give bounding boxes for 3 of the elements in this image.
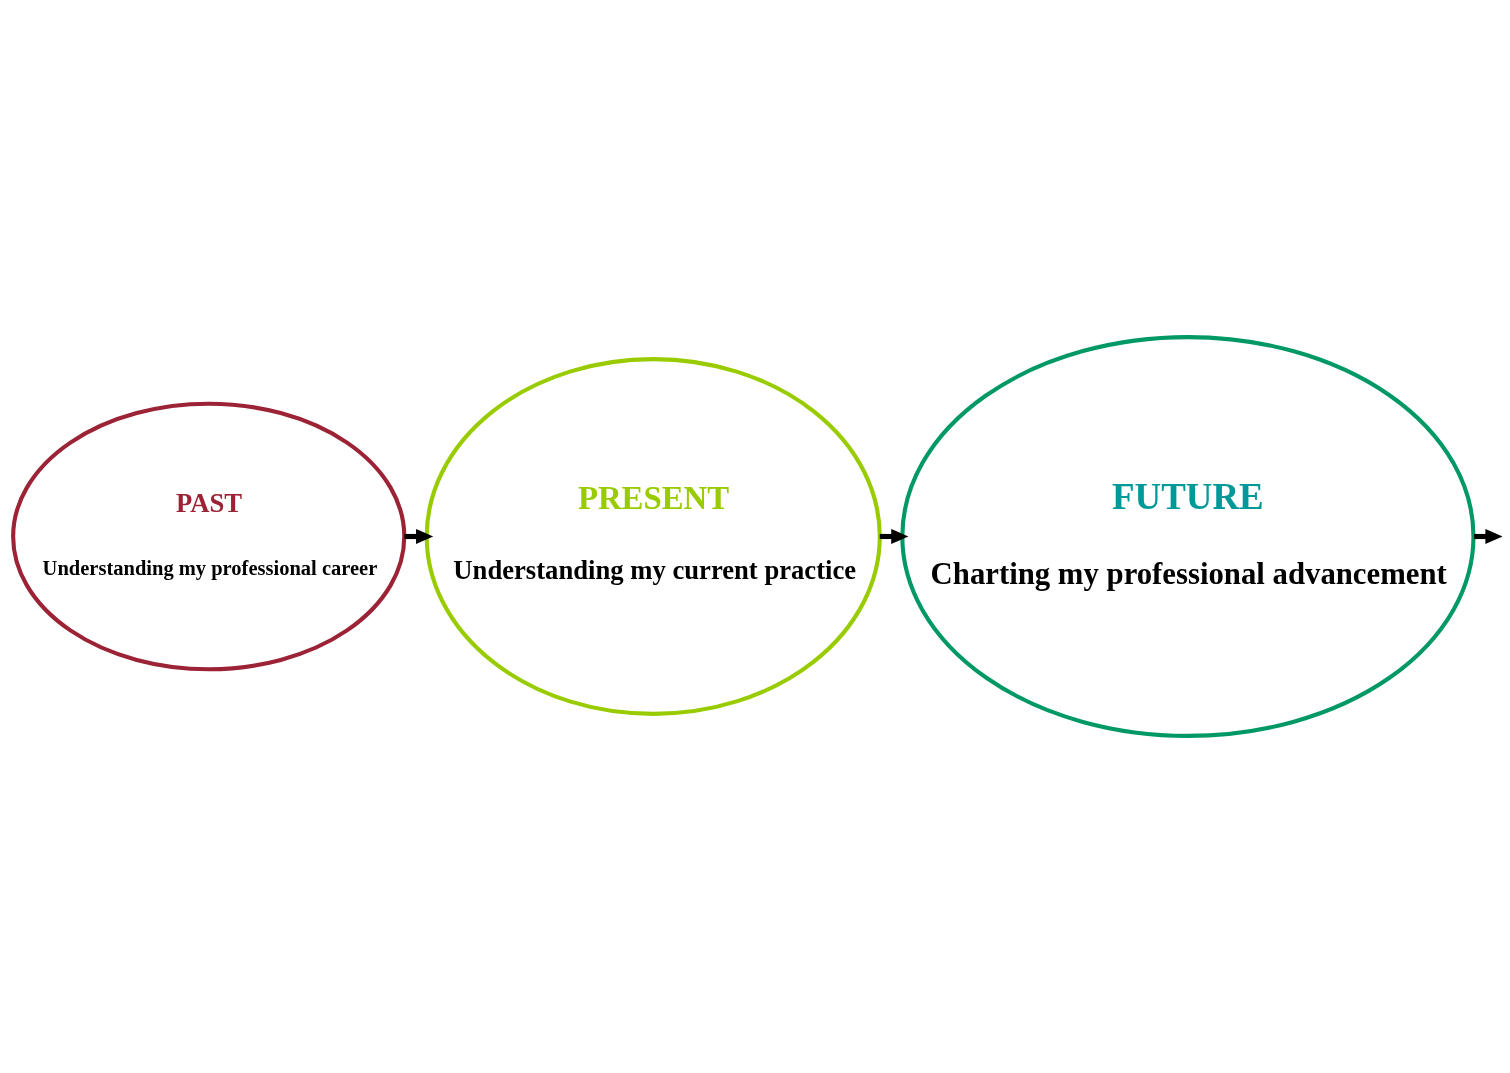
node-ellipse: PAST Understanding my professional career [11, 401, 407, 672]
node-ellipse: PRESENT Understanding my current practice [424, 357, 882, 716]
node-ellipse: FUTURE Charting my professional advancement [900, 335, 1476, 738]
